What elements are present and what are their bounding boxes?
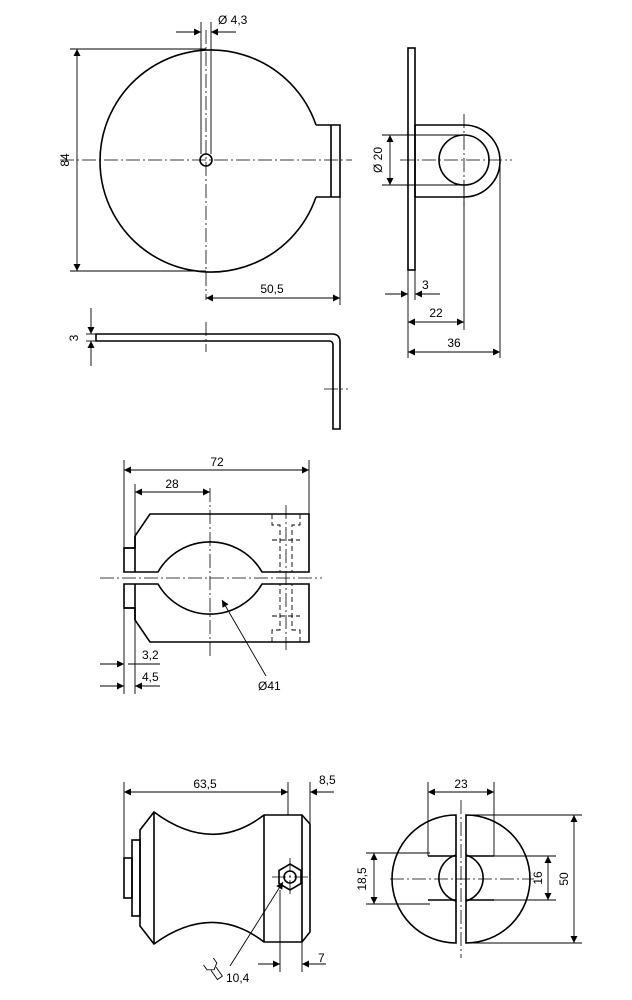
split-clamp-view [100, 460, 322, 694]
dim-sheet-thickness-bottom: 3 [67, 334, 81, 341]
dim-slot-4-5: 4,5 [142, 670, 159, 684]
knob-end-view [366, 782, 582, 958]
dim-knob-collar: 8,5 [319, 773, 336, 787]
dim-clamp-center: 28 [165, 477, 179, 491]
wrench-icon [203, 957, 223, 981]
dim-knob-length: 63,5 [193, 777, 217, 791]
dim-wrench-size: 10,4 [226, 971, 250, 985]
bent-strip-view [86, 308, 348, 430]
dim-slot-3-2: 3,2 [142, 648, 159, 662]
knob-side-view [123, 782, 334, 972]
dim-knob-inner-height: 18,5 [355, 867, 369, 891]
plate-front-view [60, 22, 352, 305]
dim-plate-width: 50,5 [260, 282, 284, 296]
dim-sheet-thickness-side: 3 [422, 278, 429, 292]
dim-lug-depth-22: 22 [429, 306, 443, 320]
dim-clamp-bore: Ø41 [258, 679, 281, 693]
dim-plate-height: 84 [58, 153, 72, 167]
plate-side-view [382, 47, 512, 358]
dim-lug-depth-36: 36 [447, 336, 461, 350]
dim-knob-slot-width: 23 [454, 777, 468, 791]
dim-hole-diameter: Ø 4,3 [218, 13, 248, 27]
dim-knob-inner-16: 16 [531, 871, 545, 885]
dim-knob-diameter: 50 [557, 872, 571, 886]
dim-clamp-length: 72 [210, 455, 224, 469]
dim-bore-diameter: Ø 20 [371, 147, 385, 173]
dim-screw-offset: 7 [318, 951, 325, 965]
